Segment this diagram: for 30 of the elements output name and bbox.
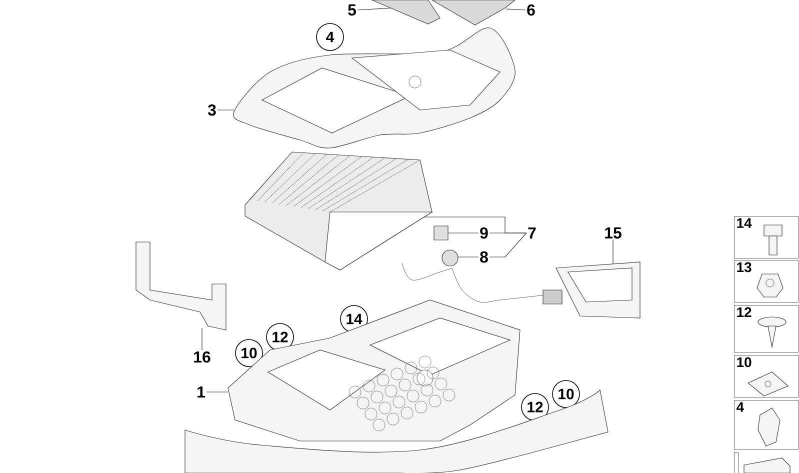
cable-plug-drawing: [452, 268, 562, 304]
callout-number: 15: [605, 227, 622, 239]
callout-number: 6: [527, 4, 535, 16]
part-box: 14: [734, 216, 799, 258]
leader-line: [357, 8, 392, 10]
bracket-line: [489, 232, 527, 258]
part-box: [734, 452, 739, 473]
leader-line: [612, 239, 614, 264]
callout-number: 16: [194, 351, 210, 363]
bracket-drawing: [136, 242, 226, 330]
leader-line: [448, 232, 479, 234]
console-drawing: [228, 300, 520, 442]
callout-number: 7: [528, 228, 536, 238]
part-box: 13: [734, 260, 799, 302]
bracket-line: [424, 216, 527, 234]
ashtray-drawing: [556, 262, 640, 318]
cupholder-drawing: [244, 152, 434, 270]
part-box: 10: [734, 355, 799, 398]
callout-number: 5: [348, 4, 356, 16]
tray-cover-drawing: [233, 28, 516, 148]
leader-line: [458, 256, 479, 258]
part-box: 12: [734, 305, 799, 352]
callout-number: 9: [480, 227, 488, 239]
bulb-socket-drawing: [434, 226, 448, 240]
part-box: 4: [734, 400, 799, 450]
callout-number: 1: [198, 386, 205, 398]
socket-drawing: [402, 250, 458, 280]
callout-number: 8: [480, 251, 488, 263]
callout-number: 3: [208, 104, 216, 116]
leader-line: [506, 8, 526, 10]
